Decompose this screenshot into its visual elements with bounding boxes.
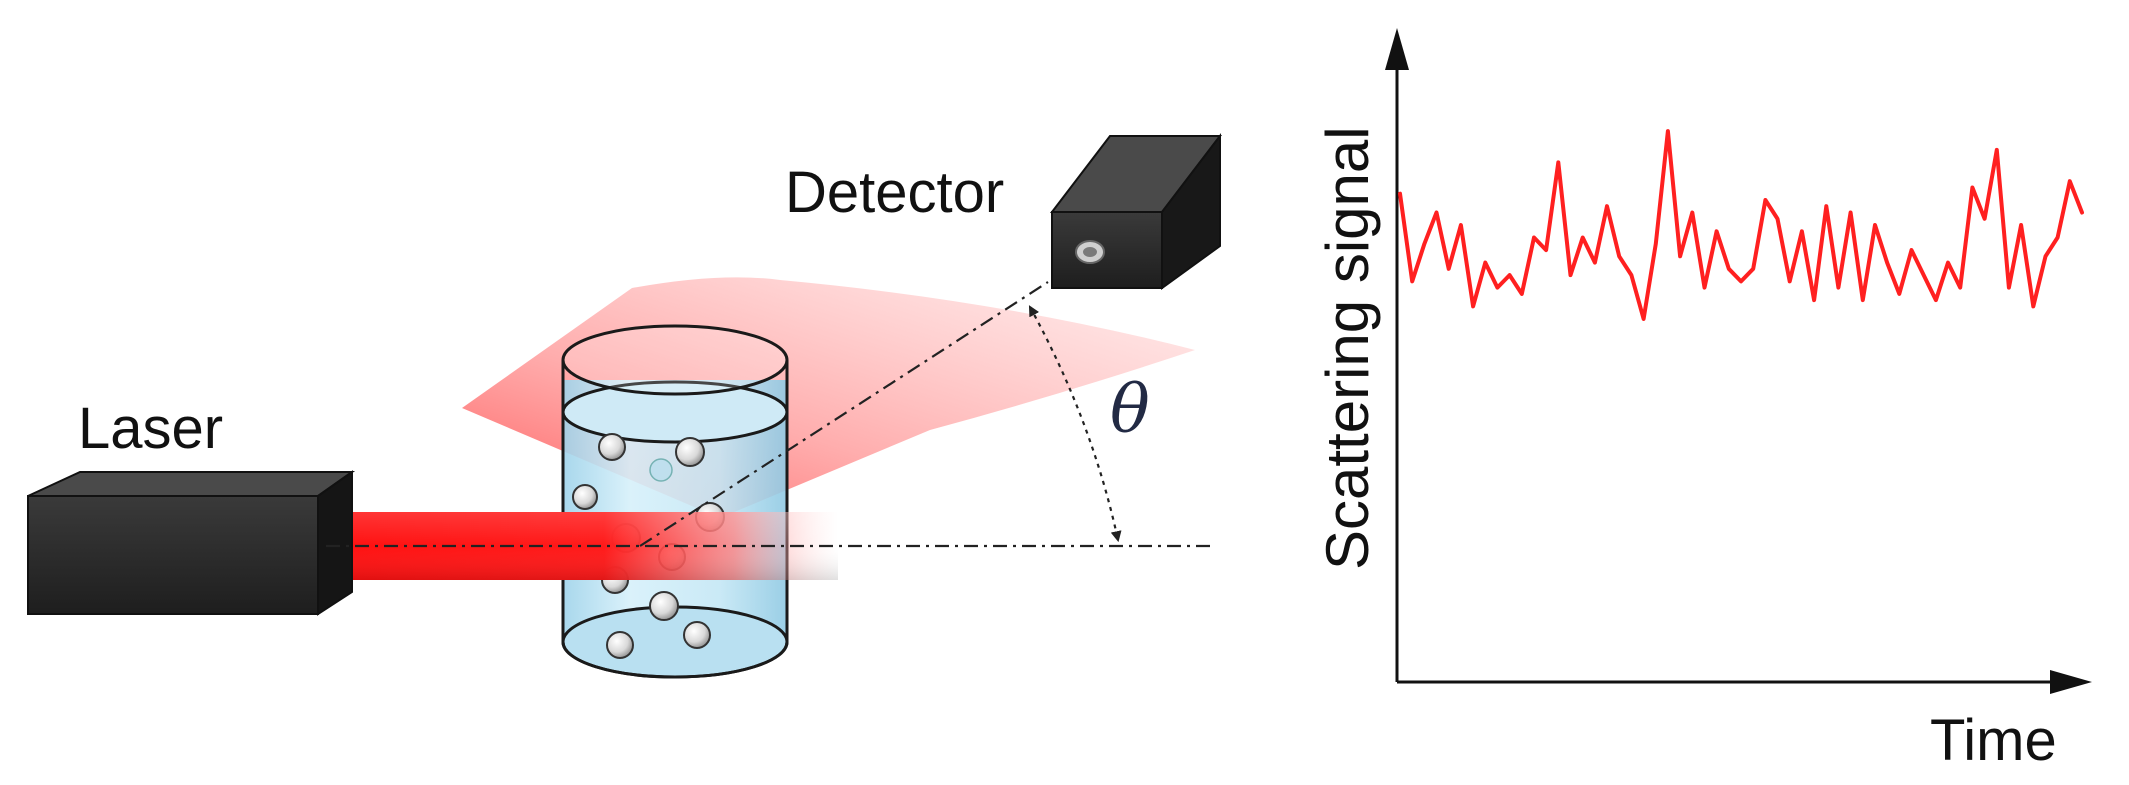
detector-aperture-icon: [1075, 240, 1105, 264]
scattered-ray-line: [639, 281, 1049, 547]
detector-label: Detector: [785, 160, 1004, 225]
signal-series-line: [1398, 129, 2084, 321]
x-axis-label: Time: [1930, 708, 2057, 773]
y-axis-arrow-icon: [1385, 28, 1409, 70]
detector-box-icon: [1049, 133, 1223, 290]
laser-box-icon: [27, 470, 356, 616]
laser-label: Laser: [78, 396, 223, 461]
x-axis-arrow-icon: [2050, 670, 2092, 694]
sample-cuvette-icon: [561, 324, 789, 679]
theta-label: θ: [1110, 371, 1150, 448]
y-axis-label: Scattering signal: [1314, 126, 1381, 570]
signal-chart: Scattering signal Time: [1314, 28, 2092, 773]
scattering-angle-arc: [1028, 305, 1122, 543]
